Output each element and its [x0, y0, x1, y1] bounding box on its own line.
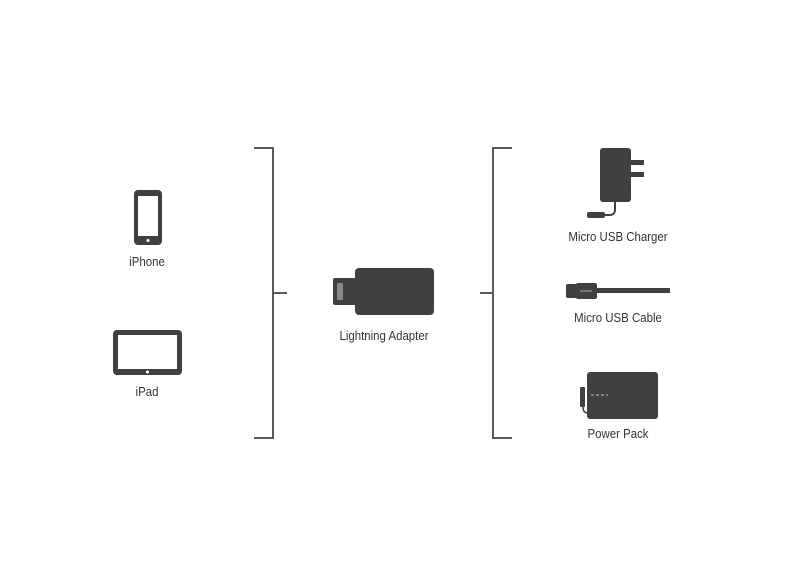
iphone-icon — [134, 190, 162, 245]
adapter-label: Lightning Adapter — [339, 328, 429, 343]
power-pack-icon — [580, 372, 658, 419]
ipad-icon — [113, 330, 182, 375]
right-bracket — [480, 147, 512, 439]
power-source-label-cable: Micro USB Cable — [574, 310, 662, 325]
usb-cable-icon — [566, 283, 670, 299]
power-source-label-power-pack: Power Pack — [587, 426, 649, 441]
power-source-label-charger: Micro USB Charger — [568, 229, 668, 244]
left-bracket — [254, 147, 287, 439]
device-label-iphone: iPhone — [129, 254, 165, 269]
device-label-ipad: iPad — [135, 384, 159, 399]
wall-charger-icon — [587, 148, 644, 218]
lightning-adapter-icon — [333, 268, 434, 315]
